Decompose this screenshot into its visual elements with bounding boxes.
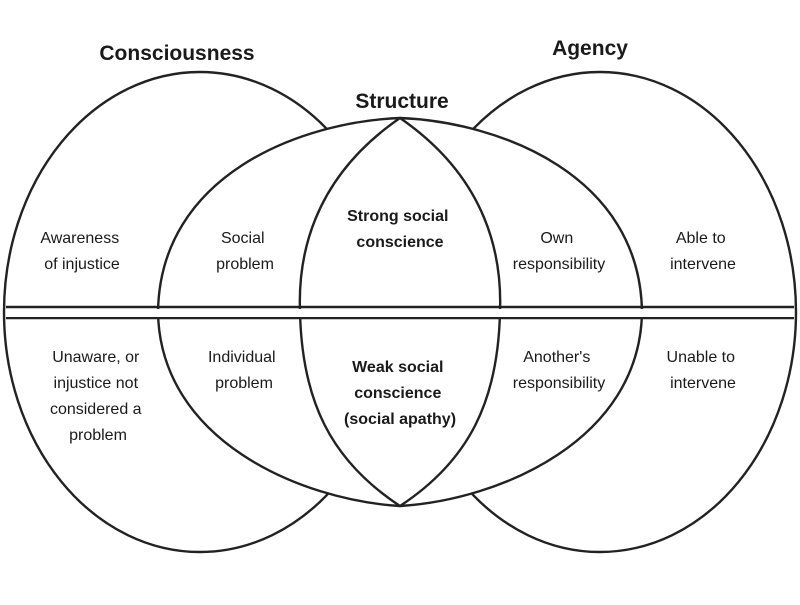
conscience-lens — [298, 116, 502, 508]
awareness-label: Awareness of injustice — [40, 230, 123, 273]
able-label: Able to intervene — [670, 230, 736, 273]
unable-label: Unable to intervene — [667, 349, 740, 392]
consciousness-title: Consciousness — [99, 42, 254, 65]
social-problem-label: Social problem — [216, 230, 274, 273]
own-responsibility-label: Own responsibility — [513, 230, 605, 273]
split-gap — [6, 309, 794, 317]
structure-title-bg — [352, 88, 452, 114]
unaware-label: Unaware, or injustice not considered a p… — [50, 349, 146, 444]
structure-title: Structure — [355, 90, 448, 113]
individual-problem-label: Individual problem — [208, 349, 280, 392]
strong-conscience-label: Strong social conscience — [347, 208, 453, 251]
another-responsibility-label: Another's responsibility — [513, 349, 605, 392]
weak-conscience-label: Weak social conscience (social apathy) — [344, 359, 456, 428]
agency-title: Agency — [552, 37, 628, 60]
